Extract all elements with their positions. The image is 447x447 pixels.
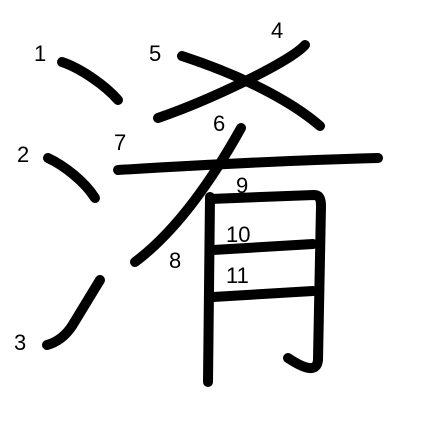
stroke-label-3: 3 <box>14 330 26 355</box>
stroke-3 <box>42 275 105 350</box>
stroke-7 <box>113 153 383 175</box>
stroke-10 <box>208 239 318 255</box>
stroke-label-4: 4 <box>271 18 283 43</box>
stroke-11 <box>208 286 318 302</box>
stroke-label-2: 2 <box>17 142 29 167</box>
stroke-label-6: 6 <box>213 111 225 136</box>
stroke-label-1: 1 <box>34 41 46 66</box>
stroke-6 <box>130 123 246 267</box>
stroke-2 <box>43 153 100 203</box>
stroke-1 <box>57 57 123 105</box>
stroke-5 <box>177 51 325 131</box>
stroke-label-10: 10 <box>226 222 250 247</box>
stroke-label-9: 9 <box>236 173 248 198</box>
stroke-label-7: 7 <box>114 130 126 155</box>
stroke-label-5: 5 <box>149 41 161 66</box>
stroke-9 <box>205 190 326 373</box>
stroke-label-8: 8 <box>169 248 181 273</box>
stroke-label-11: 11 <box>226 263 249 288</box>
stroke-8 <box>203 192 215 387</box>
